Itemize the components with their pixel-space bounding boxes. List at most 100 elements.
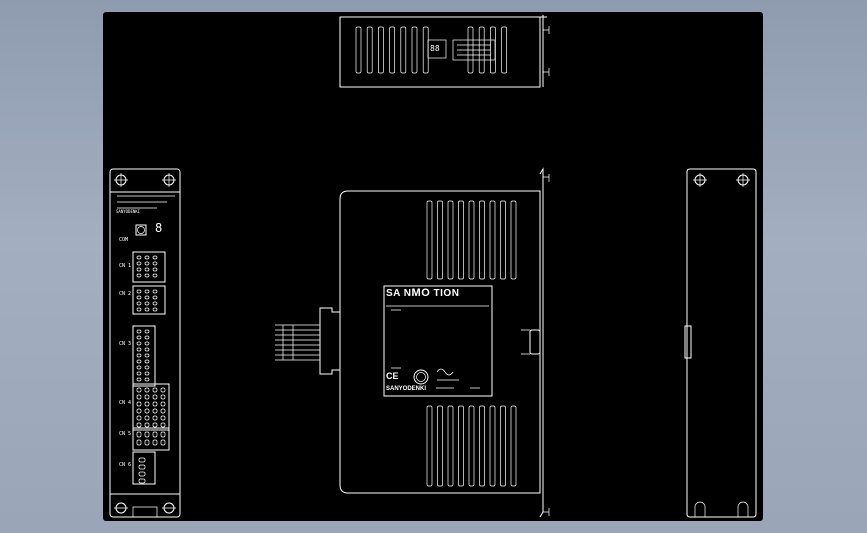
connector-pin [144, 377, 150, 382]
manufacturer-label: SANYODENKI [386, 386, 427, 392]
connector-pin [152, 301, 158, 306]
top-view [339, 15, 550, 88]
connector-pin [136, 408, 142, 414]
cad-drawing [109, 15, 757, 518]
vent-slot [378, 26, 384, 74]
connector-pin [144, 353, 150, 358]
connector-pin [144, 408, 150, 414]
vent-slot [366, 26, 373, 74]
connector-cn1 [132, 251, 166, 283]
connector-label: CN 6 [119, 462, 132, 468]
connector-pin [152, 408, 158, 414]
connector-pin [138, 457, 146, 463]
connector-pin [144, 335, 150, 340]
vent-slot [355, 26, 362, 74]
connector-pin [136, 347, 142, 352]
connector-cn5 [132, 427, 170, 451]
right-clip [684, 325, 692, 359]
certification-mark-icon [413, 369, 429, 385]
connector-pin [136, 267, 142, 272]
connector-pin [136, 439, 142, 446]
connector-pin [144, 341, 150, 346]
vent-slot [422, 26, 429, 74]
side-vent-slots [426, 200, 517, 487]
connector-pin [144, 415, 150, 421]
connector-pin [136, 401, 142, 407]
connector-pin [160, 401, 166, 407]
connector-pin [144, 289, 150, 294]
connector-pin [136, 371, 142, 376]
vent-slot [468, 405, 475, 487]
ce-mark: CE [386, 371, 399, 381]
connector-pin [144, 439, 150, 446]
top-rotary-switch [427, 39, 447, 59]
connector-pin [136, 335, 142, 340]
connector-pin [160, 431, 166, 438]
connector-pin [144, 267, 150, 272]
connector-label: CN 4 [119, 400, 132, 406]
vent-slot [447, 200, 454, 280]
vent-slot [501, 26, 507, 74]
vent-slot [426, 200, 433, 280]
connector-pin [144, 422, 150, 428]
connector-pin [144, 329, 150, 334]
connector-pin [152, 289, 158, 294]
connector-pin [136, 387, 142, 393]
brand-logo: SA NMO TION [386, 288, 459, 299]
connector-pin [144, 255, 150, 260]
drawing-sheet: SANYODENKI 8 88 SA NMO TION CE SANYODENK… [103, 12, 763, 521]
connector-pin [144, 347, 150, 352]
connector-pin [136, 377, 142, 382]
connector-pin [144, 359, 150, 364]
connector-label: CN 2 [119, 291, 132, 297]
connector-pin [152, 273, 158, 278]
vent-slot [458, 200, 464, 280]
right-side-view [684, 168, 757, 518]
vent-slot [468, 200, 475, 280]
vent-slot [489, 405, 496, 487]
connector-pin [152, 261, 158, 266]
vent-slot [479, 405, 485, 487]
connector-pin [136, 273, 142, 278]
connector-pin [144, 387, 150, 393]
connector-pin [152, 307, 158, 312]
connector-pin [152, 415, 158, 421]
connector-pin [144, 261, 150, 266]
connector-pin [152, 431, 158, 438]
connector-pin [152, 394, 158, 400]
vent-slot [479, 200, 485, 280]
connector-pin [152, 439, 158, 446]
connector-pin [136, 394, 142, 400]
connector-label: CN 5 [119, 431, 132, 437]
vent-slot [510, 200, 517, 280]
connector-cn6 [132, 451, 156, 485]
vent-slot [400, 26, 407, 74]
connector-pin [136, 261, 142, 266]
vent-slot [447, 405, 454, 487]
connector-pin [152, 401, 158, 407]
connector-pin [160, 394, 166, 400]
connector-cn2 [132, 285, 166, 315]
brand-suffix: TION [433, 288, 460, 299]
connector-pin [144, 307, 150, 312]
connector-pin [136, 365, 142, 370]
connector-pin [144, 365, 150, 370]
connector-pin [152, 422, 158, 428]
side-clip [529, 329, 541, 355]
connector-pin [152, 267, 158, 272]
connector-pin [160, 387, 166, 393]
connector-cn3 [132, 325, 156, 387]
connector-pin [144, 301, 150, 306]
connector-pin [136, 341, 142, 346]
label-plate [383, 285, 493, 397]
vent-slot [489, 200, 496, 280]
connector-pin [160, 408, 166, 414]
vent-slot [437, 405, 443, 487]
vent-slot [411, 26, 418, 74]
vent-slot [500, 200, 506, 280]
connector-pin [136, 289, 142, 294]
connector-label: CN 1 [119, 263, 132, 269]
connector-cn4 [132, 383, 170, 431]
connector-pin [136, 307, 142, 312]
connector-pin [136, 431, 142, 438]
